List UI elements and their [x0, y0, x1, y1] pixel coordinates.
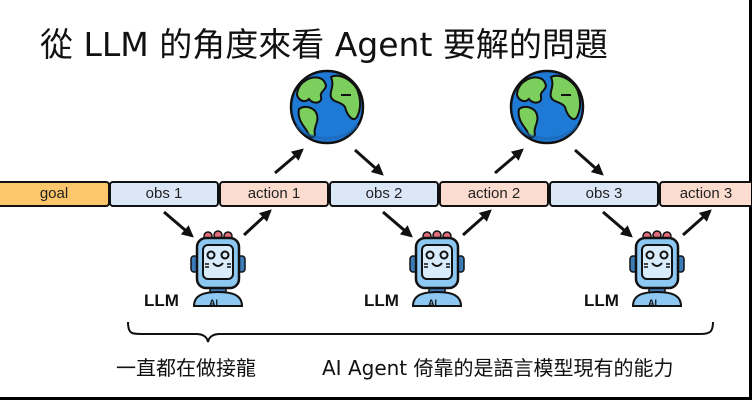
- arrow-obs3-to-llm: [602, 210, 633, 238]
- step-obs-2: obs 2: [329, 181, 439, 207]
- llm-label: LLM: [144, 291, 179, 310]
- robot-llm-icon: [189, 229, 247, 308]
- arrow-action2-to-env: [494, 148, 524, 175]
- arrow-llm-to-action1: [242, 209, 272, 237]
- arrow-llm-to-action3: [682, 209, 712, 237]
- robot-llm-icon: [408, 229, 466, 308]
- arrow-obs2-to-llm: [382, 210, 413, 238]
- step-goal: goal: [0, 181, 110, 207]
- curly-brace: [127, 321, 714, 343]
- robot-llm-icon: [628, 229, 686, 308]
- llm-label: LLM: [364, 291, 399, 310]
- arrow-env-to-obs2: [354, 148, 384, 176]
- frame-border-bottom: [0, 397, 752, 400]
- arrow-llm-to-action2: [462, 209, 492, 237]
- caption-right: AI Agent 倚靠的是語言模型現有的能力: [322, 356, 674, 380]
- ai-badge: AI: [209, 298, 218, 308]
- ai-badge: AI: [428, 298, 437, 308]
- llm-label: LLM: [584, 291, 619, 310]
- globe-icon: [509, 69, 585, 145]
- ai-badge: AI: [648, 298, 657, 308]
- slide-title: 從 LLM 的角度來看 Agent 要解的問題: [40, 25, 608, 64]
- arrow-obs1-to-llm: [163, 210, 194, 238]
- arrow-action1-to-env: [274, 148, 304, 175]
- step-action-2: action 2: [439, 181, 549, 207]
- step-action-3: action 3: [659, 181, 751, 207]
- caption-left: 一直都在做接龍: [116, 356, 256, 380]
- globe-icon: [289, 69, 365, 145]
- arrow-env-to-obs3: [574, 148, 604, 176]
- step-obs-1: obs 1: [109, 181, 219, 207]
- step-obs-3: obs 3: [549, 181, 659, 207]
- step-action-1: action 1: [219, 181, 329, 207]
